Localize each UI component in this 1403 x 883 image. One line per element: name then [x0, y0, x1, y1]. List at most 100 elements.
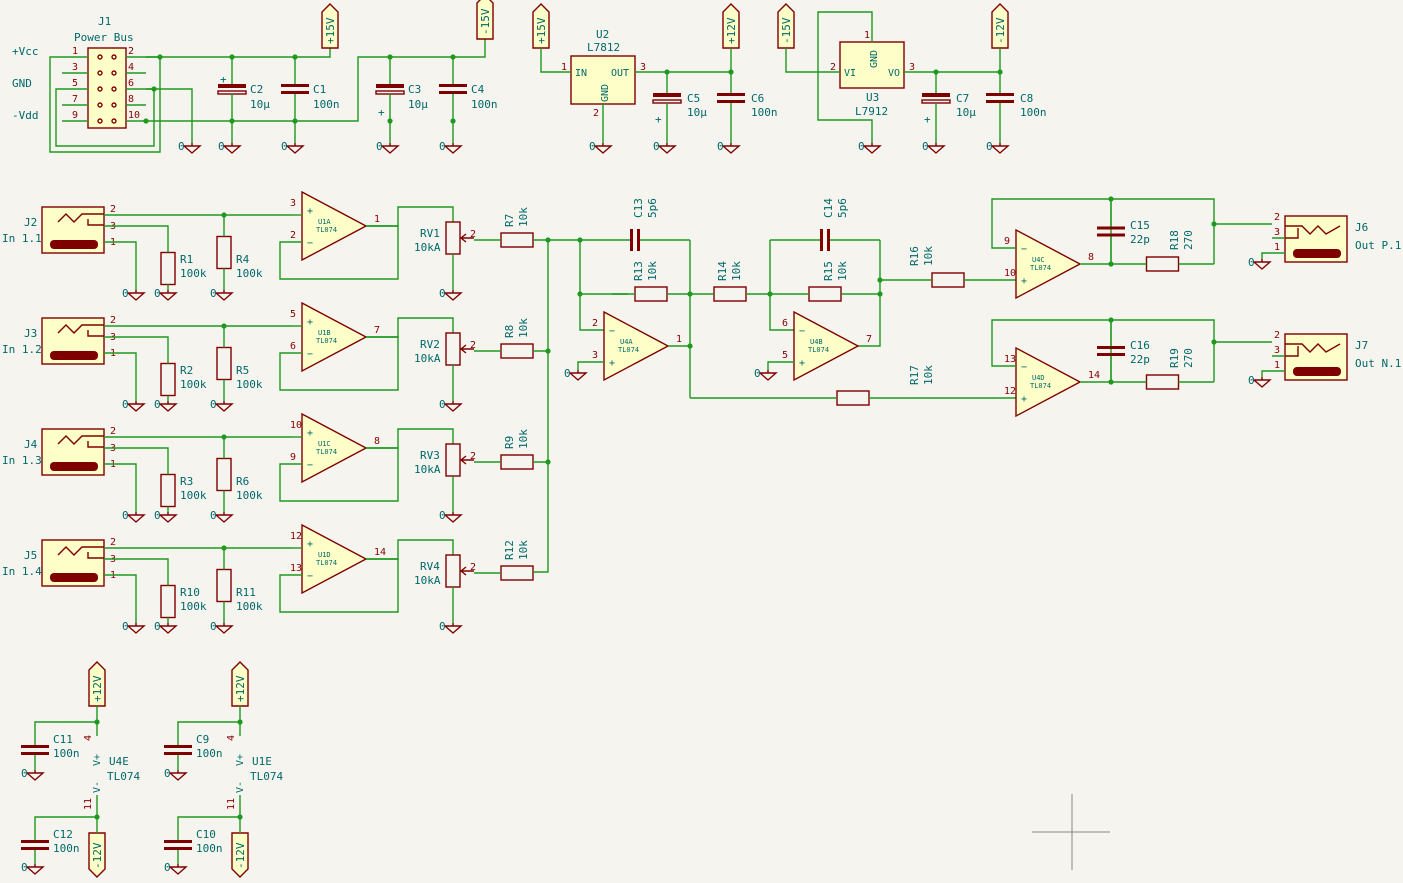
flag-m12-a: [991, 3, 1009, 49]
resistor-r12: [500, 565, 534, 581]
opamp-u4c-plus: +: [1021, 276, 1027, 287]
res-value: 10k: [517, 429, 530, 449]
resistor-r19: [1145, 374, 1180, 390]
cap-c14: [820, 229, 823, 251]
opamp-u4a-pin-neg: 2: [592, 318, 598, 329]
output-jack-label: Out P.1: [1355, 239, 1401, 252]
opamp-u4b: [793, 310, 860, 382]
opamp-u4b-pin-pos: 5: [782, 350, 788, 361]
pot-ref: RV2: [420, 338, 440, 351]
svg-text:+: +: [220, 73, 227, 86]
ground-sleeve: [126, 290, 146, 301]
ground-r: [214, 512, 234, 523]
input-jack-label: In 1.4: [2, 565, 42, 578]
u3-pin-gnd: 1: [864, 30, 870, 41]
ground-c5: [657, 143, 677, 154]
flag-p15-a: [321, 3, 339, 49]
flag-m12-label: -12V: [91, 842, 104, 869]
flag-p15-b: [532, 3, 550, 49]
ground-sleeve: [126, 512, 146, 523]
cap-c9: [164, 745, 192, 748]
resistor-r17: [836, 390, 870, 406]
ground-label: 0: [281, 140, 288, 153]
jack-pin-tip: 2: [110, 537, 116, 548]
opamp-u1d-part: TL074: [316, 559, 337, 567]
pin-p: 4: [226, 735, 237, 741]
opamp-u4b-plus: +: [799, 358, 805, 369]
jack-pin-tip: 2: [1274, 330, 1280, 341]
res-value: 100k: [236, 600, 263, 613]
cap-ref: C7: [956, 92, 969, 105]
cap-value: 100n: [751, 106, 778, 119]
j1-pin-left: 7: [72, 94, 78, 105]
j1-body[interactable]: [87, 47, 127, 129]
ground-label: 0: [1248, 256, 1255, 269]
res-ref: R8: [503, 325, 516, 338]
resistor-r10: [160, 584, 176, 619]
u2-gnd-label: GND: [600, 84, 611, 102]
jack-pin-tip: 2: [1274, 212, 1280, 223]
res-value: 10k: [517, 318, 530, 338]
opamp-u1b: [301, 301, 368, 373]
opamp-u4c-pin-pos: 10: [1004, 268, 1016, 279]
opamp-u1c-ref: U1C: [318, 440, 331, 448]
flag-m15-a: [476, 0, 494, 40]
u2-in-label: IN: [575, 68, 587, 79]
cap-value: 10µ: [250, 98, 270, 111]
pot-value: 10kA: [414, 463, 441, 476]
cap-c10: [164, 840, 192, 843]
ground-r: [214, 623, 234, 634]
regulator-u2: U2 L7812 IN OUT GND 1 3 2: [540, 28, 734, 143]
opamp-u4a-pin-pos: 3: [592, 350, 598, 361]
cap-c16: [1097, 346, 1125, 349]
res-value: 270: [1182, 348, 1195, 368]
res-value: 10k: [730, 261, 743, 281]
cap-value: 10µ: [408, 98, 428, 111]
ground-label: 0: [154, 620, 161, 633]
res-ref: R3: [180, 475, 193, 488]
cap-value: 100n: [53, 747, 80, 760]
opamp-u1c-pin-neg: 9: [290, 452, 296, 463]
pot-pin-wiper: 2: [470, 562, 476, 573]
ground-label: 0: [754, 367, 761, 380]
res-ref: R1: [180, 253, 193, 266]
unit-ref: U1E: [252, 755, 272, 768]
ground-label: 0: [164, 861, 171, 874]
cap-value: 22p: [1130, 353, 1150, 366]
opamp-u4b-part: TL074: [808, 346, 829, 354]
flag-m15-b: [777, 3, 795, 49]
opamp-u1a-minus: −: [307, 238, 313, 249]
j1-pin-left: 5: [72, 78, 78, 89]
ground-label: 0: [164, 767, 171, 780]
res-ref: R9: [503, 436, 516, 449]
flag-p12-label: +12V: [91, 675, 104, 702]
flag-p12-a: [722, 3, 740, 49]
j1-pin-right: 4: [128, 62, 134, 73]
ground-label: 0: [178, 140, 185, 153]
ground-u2: [593, 143, 613, 154]
potentiometer-rv2: [445, 332, 461, 366]
res-ref: R2: [180, 364, 193, 377]
res-ref: R19: [1168, 348, 1181, 368]
opamp-u4c-part: TL074: [1030, 264, 1051, 272]
pot-pin-wiper: 2: [470, 229, 476, 240]
opamp-u1b-pin-out: 7: [374, 325, 380, 336]
res-ref: R10: [180, 586, 200, 599]
resistor-r14: [713, 286, 747, 302]
cap-value: 100n: [471, 98, 498, 111]
cap-ref: C12: [53, 828, 73, 841]
cap-ref: C1: [313, 83, 326, 96]
ground-u3: [862, 143, 882, 154]
opamp-u1d: [301, 523, 368, 595]
opamp-u4b-ref: U4B: [810, 338, 823, 346]
opamp-u1b-pin-pos: 5: [290, 309, 296, 320]
res-value: 10k: [836, 261, 849, 281]
res-ref: R14: [716, 261, 729, 281]
opamp-u1c-plus: +: [307, 428, 313, 439]
ground-label: 0: [210, 398, 217, 411]
cap-value: 5p6: [836, 198, 849, 218]
res-value: 100k: [236, 489, 263, 502]
ground-cap-top: [25, 770, 45, 781]
